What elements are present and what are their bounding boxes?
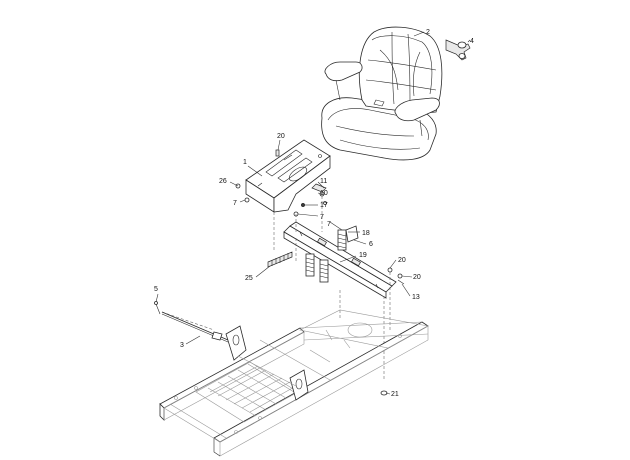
callout-10: 10 <box>320 190 328 197</box>
adjustment-rod <box>161 311 229 343</box>
cotter-pin <box>154 301 161 315</box>
callout-20: 20 <box>398 257 406 264</box>
callout-4: 4 <box>470 38 474 45</box>
seat-track <box>283 221 397 299</box>
callout-labels: 2 4 20 1 26 11 10 7 17 7 7 18 6 19 20 20… <box>154 29 474 398</box>
spring-rear-right <box>319 259 329 283</box>
callout-17: 17 <box>320 202 328 209</box>
callout-7: 7 <box>233 200 237 207</box>
callout-11: 11 <box>320 178 327 185</box>
seat-assembly <box>321 26 443 161</box>
callout-21: 21 <box>391 391 399 398</box>
callout-7: 7 <box>327 221 331 228</box>
spring-rear-left <box>305 253 315 277</box>
mower-frame <box>159 309 429 457</box>
assembly-guide-lines <box>161 196 391 380</box>
spring-strip <box>267 251 293 268</box>
callout-13: 13 <box>412 294 420 301</box>
callout-18: 18 <box>362 230 370 237</box>
callout-2: 2 <box>426 29 430 36</box>
callout-7: 7 <box>320 214 324 221</box>
leader-lines <box>155 31 471 395</box>
seat-mounting-plate <box>245 139 331 213</box>
callout-19: 19 <box>359 252 367 259</box>
floor-grid-holes <box>207 363 297 417</box>
suspension-springs <box>305 225 359 283</box>
callout-6: 6 <box>369 241 373 248</box>
callout-1: 1 <box>243 159 247 166</box>
adjustment-knob <box>445 39 471 61</box>
callout-20: 20 <box>277 133 285 140</box>
callout-20: 20 <box>413 274 421 281</box>
callout-5: 5 <box>154 286 158 293</box>
callout-3: 3 <box>180 342 184 349</box>
callout-26: 26 <box>219 178 227 185</box>
spring-front <box>337 229 347 251</box>
callout-25: 25 <box>245 275 253 282</box>
